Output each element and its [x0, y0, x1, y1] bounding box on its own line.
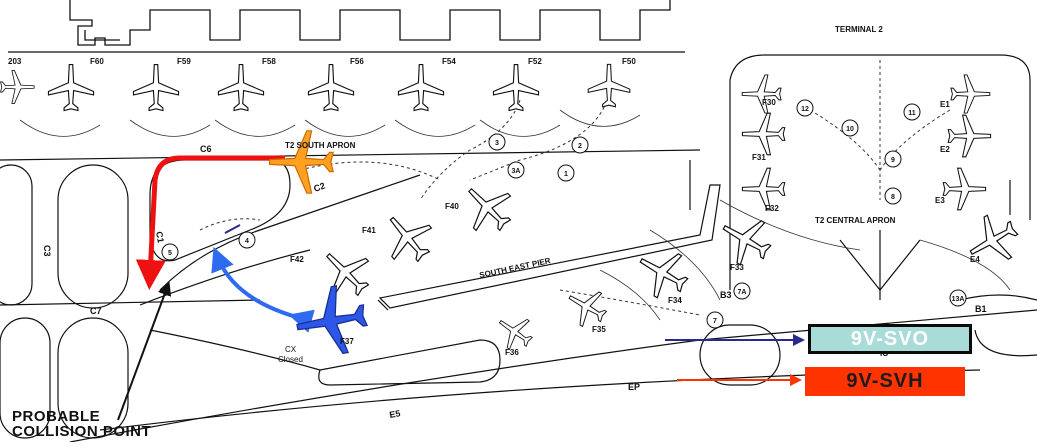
- stand-e1: E1: [940, 100, 950, 109]
- central-apron-label: T2 CENTRAL APRON: [815, 216, 896, 225]
- taxiway-b3: B3: [720, 290, 732, 300]
- point-7: 7: [713, 318, 717, 325]
- terminal-building: [8, 0, 685, 53]
- stand-f54: F54: [442, 57, 456, 66]
- aircraft-tag-svh: 9V-SVH: [805, 367, 965, 396]
- stand-f30: F30: [762, 98, 776, 107]
- blue-aircraft: [296, 285, 369, 355]
- stand-f50: F50: [622, 57, 636, 66]
- point-3a: 3A: [512, 168, 521, 175]
- point-10: 10: [846, 126, 854, 133]
- point-4: 4: [245, 238, 249, 245]
- taxiway-b1: B1: [975, 304, 987, 314]
- taxiway-c7: C7: [90, 306, 102, 316]
- stand-f60: F60: [90, 57, 104, 66]
- point-13a: 13A: [952, 296, 965, 303]
- aircraft-tag-svo: 9V-SVO: [808, 324, 972, 354]
- annotation-line-1: PROBABLE: [12, 408, 101, 425]
- stand-f36: F36: [505, 348, 519, 357]
- stand-f52: F52: [528, 57, 542, 66]
- taxiway-c6: C6: [200, 144, 212, 154]
- stand-f59: F59: [177, 57, 191, 66]
- collision-pointer-arrow: [117, 281, 172, 421]
- stand-arcs: [19, 109, 1011, 321]
- stand-f31: F31: [752, 153, 766, 162]
- stand-e3: E3: [935, 196, 945, 205]
- stand-f37: F37: [340, 337, 354, 346]
- annotation-line-2: COLLISION POINT: [12, 423, 152, 440]
- terminal-label: TERMINAL 2: [835, 25, 883, 34]
- stand-f58: F58: [262, 57, 276, 66]
- stand-f40: F40: [445, 202, 459, 211]
- point-12: 12: [801, 106, 809, 113]
- stand-f33: F33: [730, 263, 744, 272]
- taxiway-e5: E5: [389, 408, 402, 420]
- stand-f41: F41: [362, 226, 376, 235]
- closed-label: Closed: [278, 355, 303, 364]
- point-9: 9: [891, 157, 895, 164]
- point-8: 8: [891, 194, 895, 201]
- orange-aircraft: [268, 130, 334, 194]
- taxiway-ep: EP: [628, 382, 640, 392]
- circled-points: [161, 99, 967, 329]
- stand-f56: F56: [350, 57, 364, 66]
- stand-f32: F32: [765, 204, 779, 213]
- point-11: 11: [908, 110, 916, 117]
- south-apron-label: T2 SOUTH APRON: [285, 141, 356, 150]
- collision-point-annotation: PROBABLE COLLISION POINT: [12, 409, 151, 439]
- blue-taxi-path: [211, 246, 315, 333]
- stand-f42: F42: [290, 255, 304, 264]
- stand-e4-label: E4: [970, 255, 980, 264]
- cx-label: CX: [285, 345, 297, 354]
- taxiway-c1: C1: [154, 231, 166, 244]
- stand-f34: F34: [668, 296, 682, 305]
- point-2: 2: [578, 143, 582, 150]
- red-taxi-path: [135, 155, 285, 290]
- taxiway-c3: C3: [42, 245, 52, 257]
- point-3: 3: [495, 140, 499, 147]
- wingtip-marker: [224, 224, 241, 234]
- point-7a: 7A: [738, 289, 747, 296]
- point-1: 1: [564, 171, 568, 178]
- point-5: 5: [168, 250, 172, 257]
- stand-203: 203: [8, 57, 22, 66]
- stand-f35: F35: [592, 325, 606, 334]
- stand-e2: E2: [940, 145, 950, 154]
- taxiway-c2: C2: [312, 181, 326, 194]
